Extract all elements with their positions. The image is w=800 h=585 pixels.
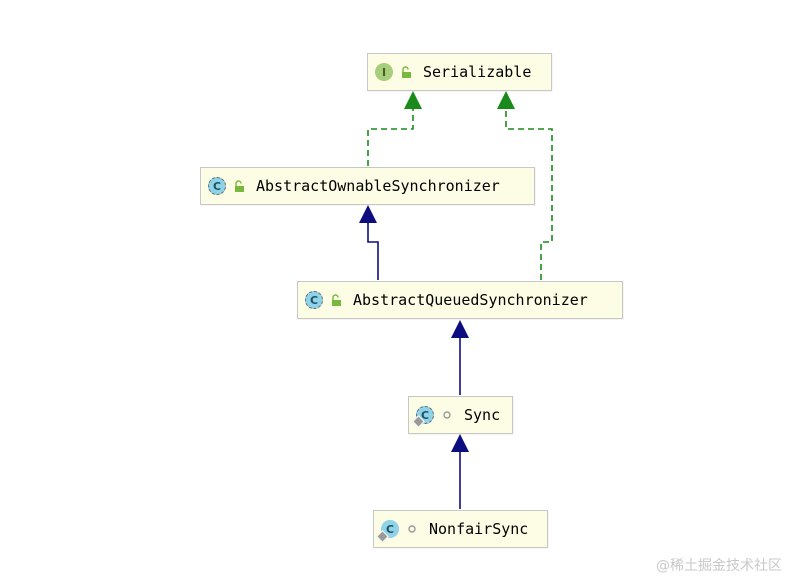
node-label: Serializable xyxy=(423,63,532,81)
class-letter: C xyxy=(420,408,430,422)
node-label: Sync xyxy=(464,406,501,424)
edge-aos-implements-serializable xyxy=(367,108,414,166)
abstract-class-icon: C xyxy=(412,406,434,428)
watermark: @稀土掘金技术社区 xyxy=(656,558,782,574)
edge-aqs-extends-aos xyxy=(367,222,379,280)
arrowhead-sync-aqs xyxy=(451,320,469,338)
node-nonfair-sync[interactable]: C NonfairSync xyxy=(373,510,548,548)
node-abstract-queued-synchronizer[interactable]: C AbstractQueuedSynchronizer xyxy=(297,281,623,319)
interface-icon: I xyxy=(375,63,393,81)
edge-aqs-implements-serializable xyxy=(505,108,553,280)
node-serializable[interactable]: I Serializable xyxy=(367,53,552,91)
public-lock-icon xyxy=(232,179,246,193)
class-icon: C xyxy=(376,520,399,543)
package-private-icon xyxy=(440,408,454,422)
node-sync[interactable]: C Sync xyxy=(408,396,513,434)
class-letter: C xyxy=(212,179,222,193)
arrowhead-aos-serializable xyxy=(404,91,422,109)
arrowhead-aqs-serializable xyxy=(497,91,515,109)
node-label: AbstractQueuedSynchronizer xyxy=(353,291,588,309)
public-lock-icon xyxy=(329,293,343,307)
class-letter: C xyxy=(309,293,319,307)
node-label: AbstractOwnableSynchronizer xyxy=(256,177,500,195)
node-abstract-ownable-synchronizer[interactable]: C AbstractOwnableSynchronizer xyxy=(200,167,535,205)
abstract-class-icon: C xyxy=(305,291,323,309)
abstract-class-icon: C xyxy=(208,177,226,195)
package-private-icon xyxy=(405,522,419,536)
arrowhead-nonfairsync-sync xyxy=(451,434,469,452)
interface-letter: I xyxy=(381,65,387,79)
arrowhead-aqs-aos xyxy=(359,205,377,223)
node-label: NonfairSync xyxy=(429,520,529,538)
class-letter: C xyxy=(385,522,395,536)
public-lock-icon xyxy=(399,65,413,79)
